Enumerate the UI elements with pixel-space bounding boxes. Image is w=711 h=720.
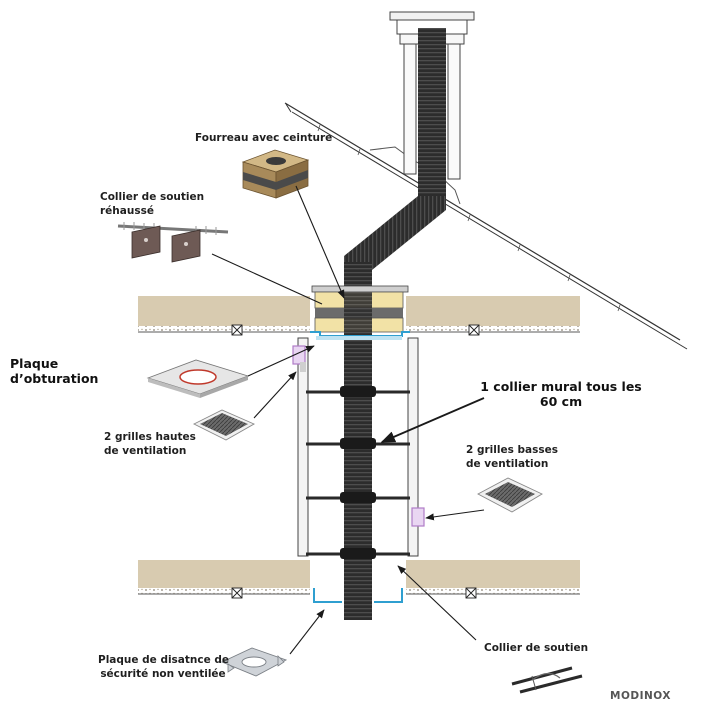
lower-floor [138, 560, 580, 603]
raised-collar-component-image [117, 222, 229, 263]
label-collier-mural-line1: 1 collier mural tous les [480, 379, 642, 394]
label-collier-mural-line2: 60 cm [539, 394, 583, 409]
shaft [292, 337, 425, 557]
sleeve-component-image [241, 149, 310, 199]
label-plaque-obturation-line1: Plaque [10, 356, 59, 371]
label-plaque-obturation-line2: d’obturation [10, 371, 99, 386]
label-grilles-basses-line2: de ventilation [466, 458, 549, 470]
high-grille-component-image [192, 409, 256, 441]
label-collier-soutien: Collier de soutien [484, 642, 589, 654]
collar-rings [340, 386, 376, 559]
label-fourreau: Fourreau avec ceinture [195, 132, 333, 144]
brand-watermark: MODINOX [610, 690, 671, 702]
sealing-plate-component-image [146, 359, 250, 398]
low-grille-component-image [477, 477, 543, 513]
flexible-flue-pipe [344, 28, 446, 620]
label-plaque-distance-line2: sécurité non ventilée [100, 668, 226, 680]
label-grilles-hautes-line1: 2 grilles hautes [104, 431, 196, 443]
label-plaque-distance-line1: Plaque de disatnce de [98, 654, 230, 666]
label-grilles-hautes-line2: de ventilation [104, 445, 187, 457]
label-collier-rehausse-line1: Collier de soutien [100, 191, 205, 203]
support-collar-component-image [511, 666, 583, 694]
distance-plate-component-image [220, 647, 288, 677]
leader-lines [211, 185, 485, 655]
roof [284, 102, 688, 350]
sleeve-with-belt [310, 285, 410, 340]
upper-floor [138, 296, 580, 336]
label-grilles-basses-line1: 2 grilles basses [466, 444, 558, 456]
label-collier-rehausse-line2: réhaussé [100, 205, 154, 217]
